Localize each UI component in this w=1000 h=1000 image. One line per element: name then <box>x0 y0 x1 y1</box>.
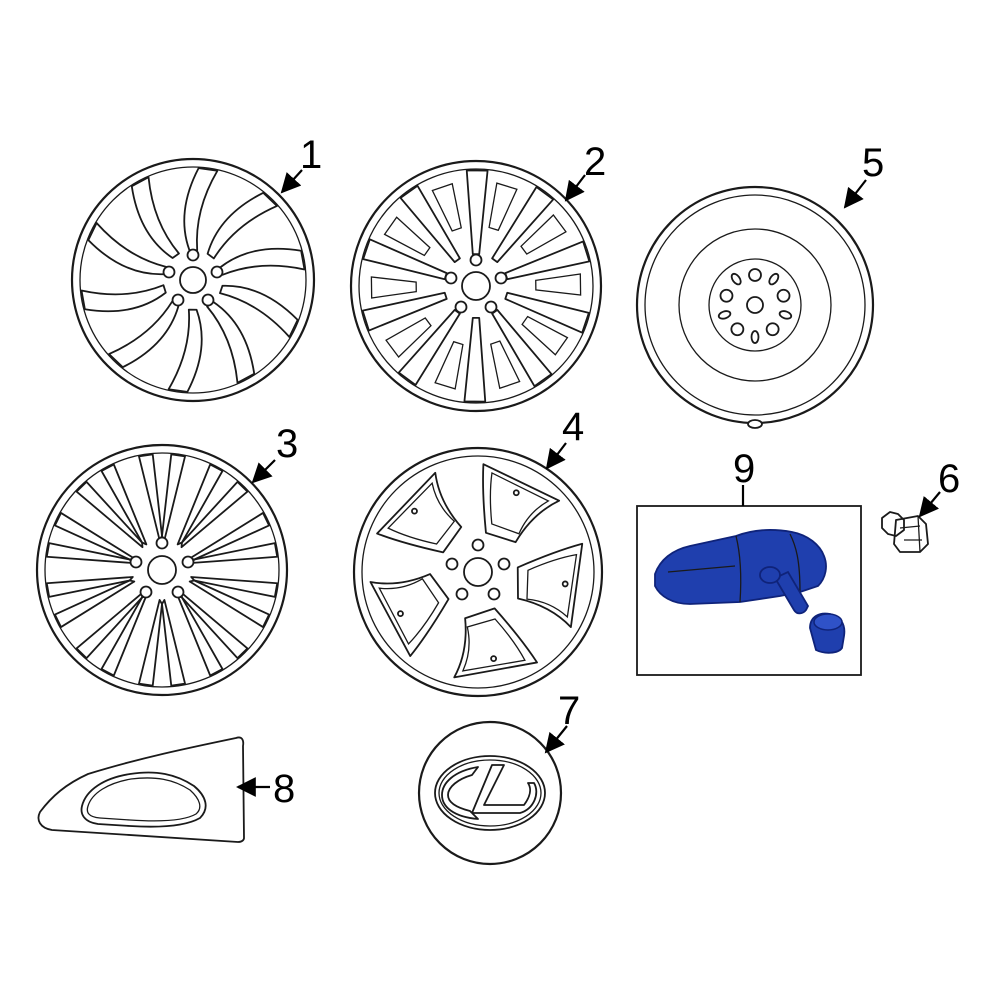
wheel-3[interactable] <box>35 443 289 697</box>
spare-wheel-5[interactable] <box>635 185 875 429</box>
tpms-sensor-assembly-9[interactable] <box>636 505 862 676</box>
callout-8: 8 <box>273 767 295 811</box>
callout-1: 1 <box>300 133 322 177</box>
callout-4: 4 <box>562 405 584 449</box>
spoke-insert-8[interactable] <box>37 736 245 843</box>
callout-6: 6 <box>938 457 960 501</box>
tpms-valve-stem <box>773 570 810 615</box>
callout-2: 2 <box>584 140 606 184</box>
callout-arrows <box>236 169 941 797</box>
callout-9: 9 <box>733 447 755 491</box>
wheel-1[interactable] <box>70 157 316 403</box>
center-cap-7[interactable] <box>417 720 563 866</box>
callout-5: 5 <box>862 141 884 185</box>
lug-nut-6[interactable] <box>881 511 929 553</box>
emblem-logo <box>441 764 538 820</box>
wheel-2[interactable] <box>349 159 603 413</box>
callout-3: 3 <box>276 422 298 466</box>
callout-7: 7 <box>558 689 580 733</box>
wheel-4[interactable] <box>352 446 604 698</box>
tpms-valve-nut <box>809 612 846 654</box>
